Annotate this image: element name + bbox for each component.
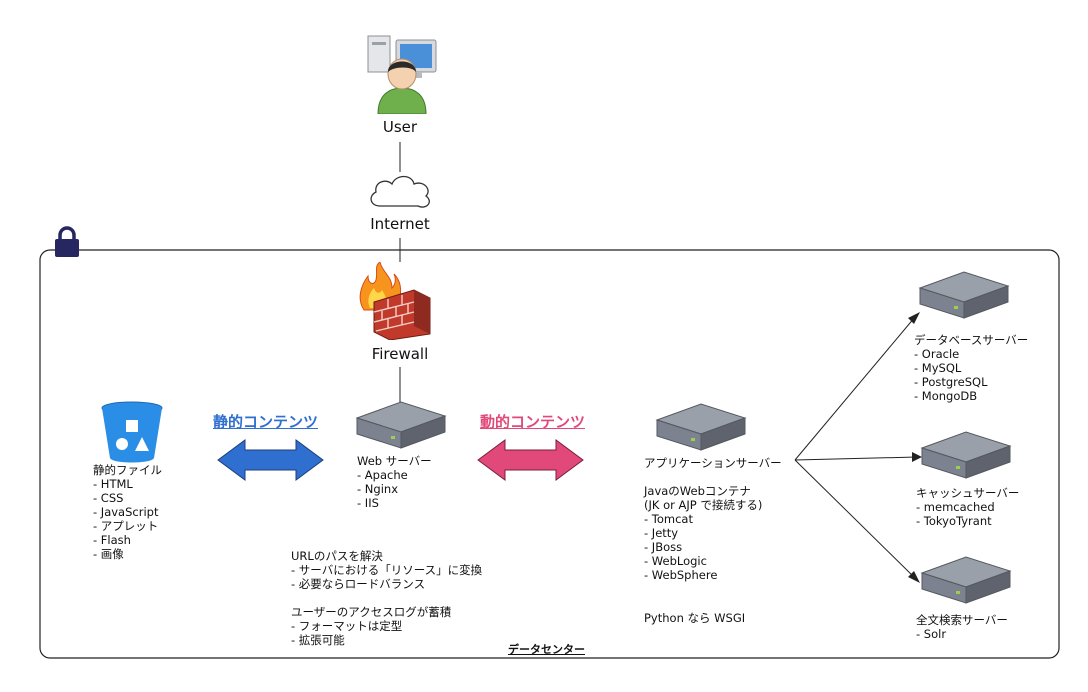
dynamic-content-heading: 動的コンテンツ <box>480 413 586 431</box>
web-server-block: Web サーバー - Apache - Nginx - IIS <box>357 454 432 510</box>
web-note-line: - 必要ならロードバランス <box>291 577 426 591</box>
firewall-label: Firewall <box>371 345 429 363</box>
app-server-item: - WebSphere <box>644 568 718 582</box>
static-files-item: - HTML <box>93 477 133 491</box>
db-server-item: - Oracle <box>914 347 960 361</box>
app-server-item: - JBoss <box>644 540 683 554</box>
web-note-line: URLのパスを解決 <box>291 549 383 563</box>
web-note-line: - サーバにおける「リソース」に変換 <box>291 563 483 577</box>
app-server-item: - Jetty <box>644 526 679 540</box>
db-server-item: - PostgreSQL <box>914 375 988 389</box>
app-server-icon <box>655 403 747 451</box>
storage-bucket-icon <box>101 401 163 463</box>
search-server-item: - Solr <box>916 627 947 641</box>
web-note-line: ユーザーのアクセスログが蓄積 <box>291 605 452 619</box>
user-icon <box>367 35 437 114</box>
app-server-title: アプリケーションサーバー <box>644 456 782 470</box>
app-server-item: - WebLogic <box>644 554 707 568</box>
arrowhead-search <box>908 571 920 583</box>
user-label: User <box>382 118 418 136</box>
static-files-item: - アプレット <box>93 519 159 533</box>
cloud-icon <box>370 175 430 208</box>
web-server-item: - IIS <box>357 496 379 510</box>
internet-label: Internet <box>370 215 430 233</box>
search-server-title: 全文検索サーバー <box>916 613 1008 627</box>
cache-server-icon <box>920 431 1012 479</box>
app-server-block: JavaのWebコンテナ (JK or AJP で接続する) - Tomcat … <box>644 484 762 582</box>
db-server-item: - MySQL <box>914 361 962 375</box>
static-files-item: - Flash <box>93 533 131 547</box>
web-notes-group-1: URLのパスを解決 - サーバにおける「リソース」に変換 - 必要ならロードバラ… <box>291 549 482 591</box>
db-server-item: - MongoDB <box>914 389 978 403</box>
static-content-arrow <box>217 439 324 481</box>
cache-server-block: キャッシュサーバー - memcached - TokyoTyrant <box>916 486 1019 528</box>
web-server-icon <box>355 401 447 449</box>
app-server-item: - Tomcat <box>644 512 693 526</box>
connector-app-cache <box>794 456 918 461</box>
connector-app-search <box>794 459 916 579</box>
connector-app-db <box>794 316 916 461</box>
app-container-line: (JK or AJP で接続する) <box>644 498 763 512</box>
web-notes-group-2: ユーザーのアクセスログが蓄積 - フォーマットは定型 - 拡張可能 <box>291 605 451 647</box>
db-server-block: データベースサーバー - Oracle - MySQL - PostgreSQL… <box>914 333 1028 403</box>
web-note-line: - 拡張可能 <box>291 633 345 647</box>
arrowhead-cache <box>912 452 922 462</box>
lock-icon <box>55 226 79 257</box>
dynamic-content-arrow <box>477 439 584 481</box>
datacenter-frame <box>39 249 1060 659</box>
datacenter-label: データセンター <box>508 643 585 656</box>
app-container-line: JavaのWebコンテナ <box>644 484 751 498</box>
static-content-heading: 静的コンテンツ <box>213 413 319 431</box>
firewall-icon <box>359 262 431 340</box>
cache-server-title: キャッシュサーバー <box>916 486 1020 500</box>
search-server-block: 全文検索サーバー - Solr <box>916 613 1008 641</box>
cache-server-item: - TokyoTyrant <box>916 514 992 528</box>
static-files-item: - 画像 <box>93 547 124 561</box>
web-note-line: - フォーマットは定型 <box>291 619 403 633</box>
web-server-item: - Apache <box>357 468 408 482</box>
static-files-item: - CSS <box>93 491 124 505</box>
arrowhead-db <box>908 312 920 324</box>
search-server-icon <box>920 556 1012 604</box>
static-files-item: - JavaScript <box>93 505 159 519</box>
web-server-item: - Nginx <box>357 482 398 496</box>
static-files-title: 静的ファイル <box>93 463 162 477</box>
python-note: Python なら WSGI <box>644 611 746 625</box>
db-server-icon <box>918 271 1010 319</box>
cache-server-item: - memcached <box>916 500 995 514</box>
db-server-title: データベースサーバー <box>914 333 1029 347</box>
web-server-title: Web サーバー <box>357 454 432 468</box>
static-files-block: 静的ファイル - HTML - CSS - JavaScript - アプレット… <box>93 463 162 561</box>
